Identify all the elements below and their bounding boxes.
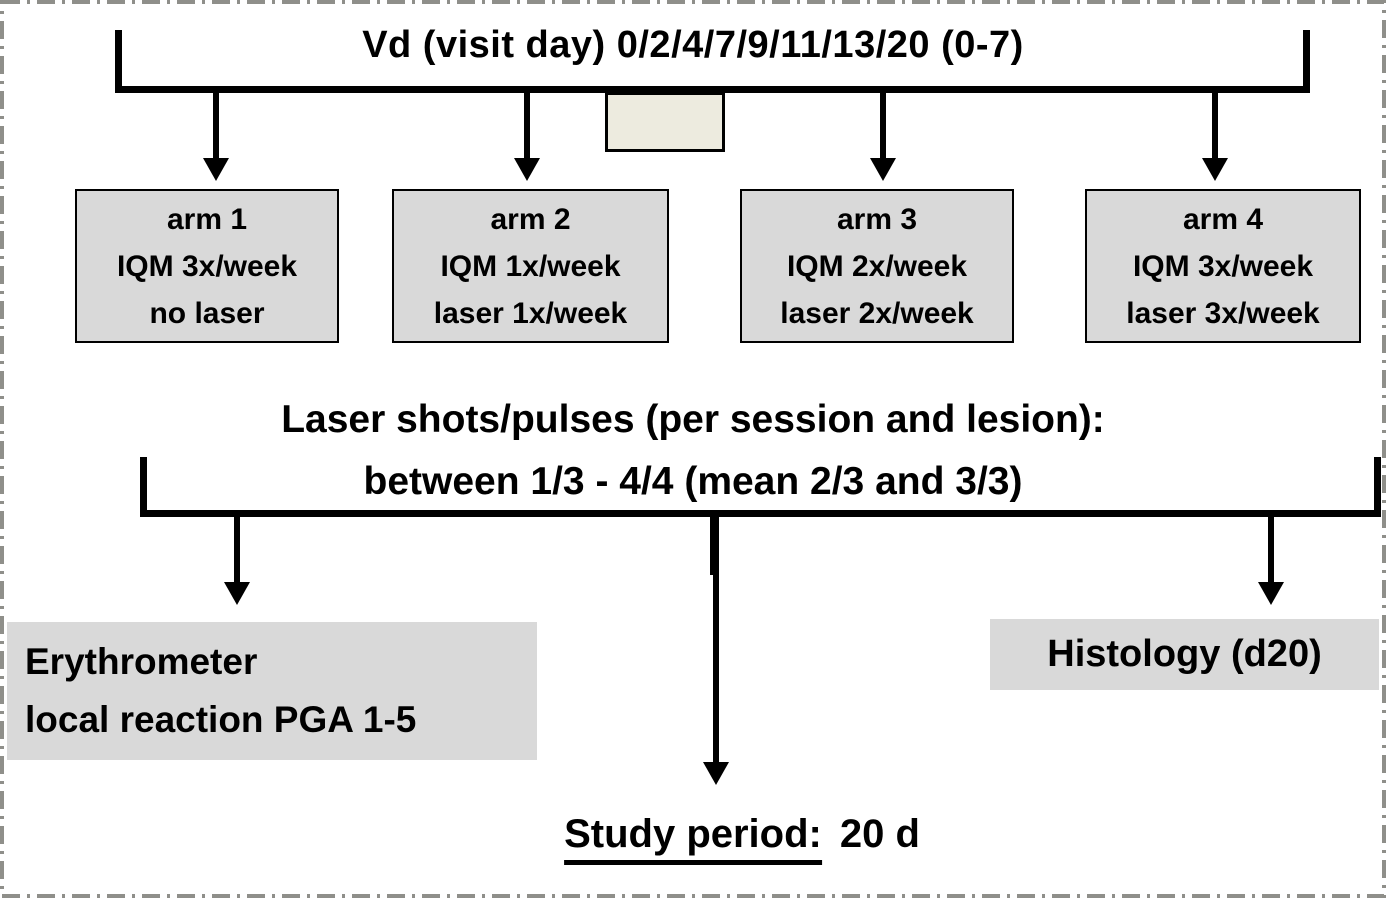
- arm1-iqm: IQM 3x/week: [116, 249, 298, 283]
- arm2-box: arm 2 IQM 1x/week laser 1x/week: [392, 189, 669, 343]
- down-arrow-icon: [1258, 582, 1284, 605]
- arm2-laser: laser 1x/week: [433, 296, 628, 330]
- arm2-name: arm 2: [490, 202, 571, 236]
- arm3-iqm: IQM 2x/week: [786, 249, 968, 283]
- arm1-name: arm 1: [166, 202, 248, 236]
- down-arrow-icon: [703, 762, 729, 785]
- down-arrow-shaft: [880, 93, 886, 159]
- down-arrow-shaft: [524, 93, 530, 159]
- erythrometer-line2: local reaction PGA 1-5: [25, 699, 417, 740]
- top-bracket-left-tick: [115, 30, 122, 92]
- erythrometer-box: Erythrometer local reaction PGA 1-5: [7, 622, 537, 760]
- study-period-label: Study period:: [564, 812, 822, 865]
- histology-label: Histology (d20): [1047, 633, 1322, 675]
- top-bracket-line: [115, 86, 1310, 93]
- down-arrow-shaft: [234, 517, 240, 583]
- arm3-box: arm 3 IQM 2x/week laser 2x/week: [740, 189, 1014, 343]
- arm2-iqm: IQM 1x/week: [440, 249, 621, 283]
- lower-bracket-line: [140, 510, 1381, 517]
- down-arrow-icon: [203, 158, 229, 181]
- arm4-name: arm 4: [1182, 202, 1264, 236]
- arm1-box: arm 1 IQM 3x/week no laser: [75, 189, 339, 343]
- arm3-laser: laser 2x/week: [780, 296, 974, 330]
- down-arrow-shaft: [1268, 517, 1274, 583]
- study-period-value: 20 d: [839, 812, 920, 856]
- arm4-laser: laser 3x/week: [1126, 296, 1320, 330]
- arm3-name: arm 3: [836, 202, 918, 236]
- laser-shots-line2: between 1/3 - 4/4 (mean 2/3 and 3/3): [363, 460, 1023, 503]
- arm1-laser: no laser: [149, 296, 265, 330]
- histology-box: Histology (d20): [990, 619, 1379, 690]
- down-arrow-icon: [870, 158, 896, 181]
- top-bracket-right-tick: [1303, 30, 1310, 92]
- down-arrow-shaft: [713, 517, 719, 763]
- highlight-box: [605, 92, 725, 152]
- study-period: Study period: 20 d: [564, 812, 920, 865]
- laser-shots-line1: Laser shots/pulses (per session and lesi…: [281, 398, 1105, 441]
- arm4-box: arm 4 IQM 3x/week laser 3x/week: [1085, 189, 1361, 343]
- down-arrow-icon: [1202, 158, 1228, 181]
- down-arrow-shaft: [213, 93, 219, 159]
- erythrometer-line1: Erythrometer: [25, 641, 258, 682]
- lower-bracket-right-tick: [1374, 457, 1381, 517]
- arm4-iqm: IQM 3x/week: [1132, 249, 1314, 283]
- laser-shots-text: Laser shots/pulses (per session and lesi…: [0, 389, 1386, 513]
- down-arrow-icon: [514, 158, 540, 181]
- down-arrow-shaft: [1212, 93, 1218, 159]
- down-arrow-icon: [224, 582, 250, 605]
- lower-bracket-left-tick: [140, 457, 147, 517]
- visit-day-title: Vd (visit day) 0/2/4/7/9/11/13/20 (0-7): [362, 24, 1024, 66]
